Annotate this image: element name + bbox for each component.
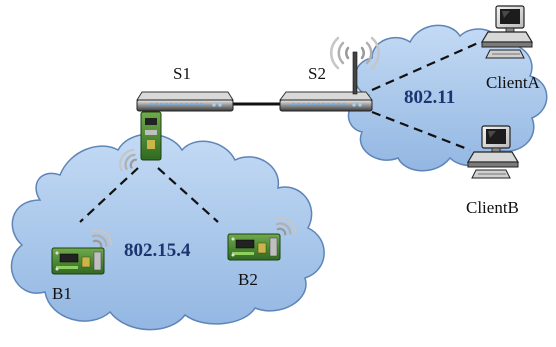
coordinator-board-icon: [140, 111, 162, 161]
zigbee-network-cloud: [10, 133, 325, 331]
link-s2-clientb: [371, 110, 471, 152]
s1-label: S1: [173, 64, 191, 83]
s2-label: S2: [308, 64, 326, 83]
link-s1-b1: [79, 167, 139, 223]
client-a-label: ClientA: [486, 73, 541, 92]
antenna-waves-icon: [329, 36, 381, 70]
router-icon: [136, 91, 234, 112]
link-s2-clienta: [371, 41, 479, 92]
b1-label: B1: [52, 284, 72, 303]
client-b-label: ClientB: [466, 198, 519, 217]
link-s1-b2: [157, 167, 219, 223]
b2-sensor-board-icon: [227, 233, 281, 261]
wireless-router-icon: [279, 51, 373, 112]
b2-label: B2: [238, 270, 258, 289]
zigbee-network-label: 802.15.4: [124, 240, 191, 261]
wifi-network-label: 802.11: [404, 87, 455, 108]
b1-sensor-board-icon: [51, 247, 105, 275]
